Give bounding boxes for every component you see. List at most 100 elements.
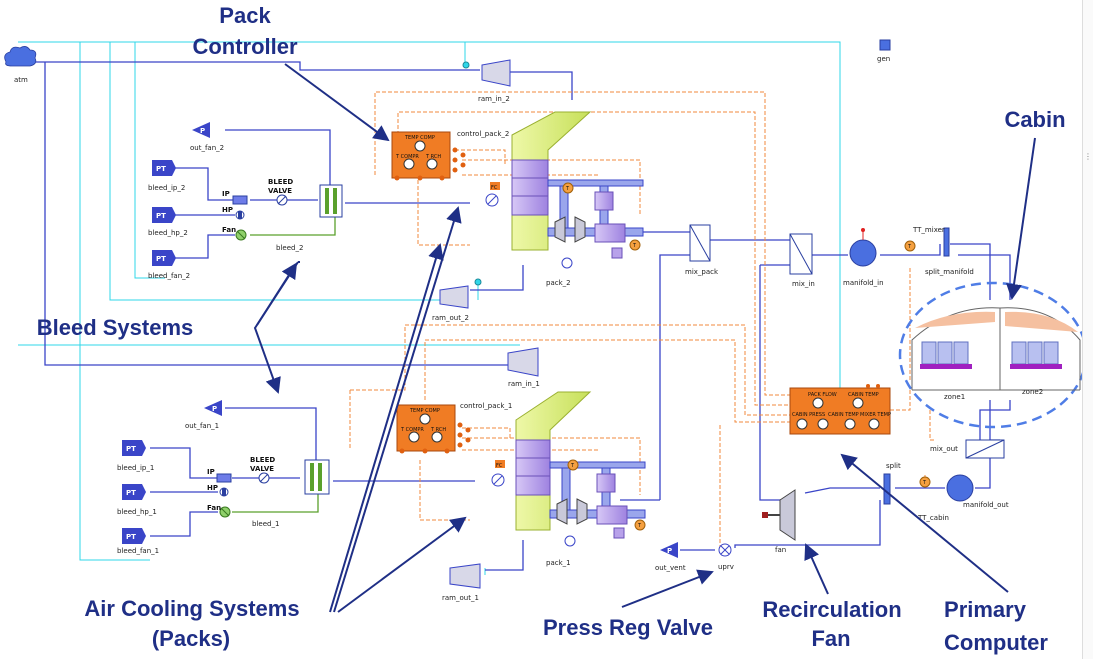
callout-primary-computer-line2: Computer — [944, 630, 1048, 655]
split-label: split — [886, 462, 901, 470]
ram-in-1-icon — [507, 347, 539, 377]
ram-out-2-label: ram_out_2 — [432, 314, 469, 322]
cp2-trch: T RCH — [425, 154, 441, 160]
bleed-1-label: bleed_1 — [252, 520, 279, 528]
callout-bleed-systems: Bleed Systems — [36, 315, 194, 340]
bleed-valve-2-l2: VALVE — [268, 187, 292, 195]
bleed-fan-1-label: bleed_fan_1 — [117, 547, 159, 555]
pt-sources-1 — [122, 440, 146, 544]
bleed-hp-2-label: bleed_hp_2 — [148, 229, 188, 237]
out-vent-icon — [660, 542, 678, 558]
fan-label: fan — [775, 546, 786, 554]
bleed-fan-2-label: bleed_fan_2 — [148, 272, 190, 280]
pc-cabin-press: CABIN PRESS — [792, 412, 825, 418]
bleed-valve-1-l2: VALVE — [250, 465, 274, 473]
recirculation-fan-icon[interactable] — [762, 489, 796, 541]
bleed-ip-1-label: bleed_ip_1 — [117, 464, 154, 472]
pt-hp2: PT — [156, 212, 166, 220]
gen-label: gen — [877, 55, 890, 63]
pt-ip2: PT — [156, 165, 166, 173]
cabin-group[interactable] — [898, 281, 1088, 429]
cp2-tempcomp: TEMP COMP — [404, 135, 435, 141]
bleed-valve-2-l1: BLEED — [268, 178, 293, 186]
pt-ip1: PT — [126, 445, 136, 453]
uprv-valve-icon[interactable] — [718, 543, 732, 557]
fan-2: Fan — [222, 226, 236, 234]
pc-mixer-temp: MIXER TEMP — [860, 412, 891, 418]
callout-arrows — [253, 63, 1036, 613]
tt-cabin-label: TT_cabin — [917, 514, 949, 522]
zone2-label: zone2 — [1022, 388, 1043, 396]
mix-pack-label: mix_pack — [685, 268, 719, 276]
zone1-label: zone1 — [944, 393, 965, 401]
bleed-system-1 — [216, 459, 330, 518]
out-fan-2-icon: P — [192, 122, 210, 138]
control-pack-1-box[interactable] — [396, 404, 471, 454]
fc-1: FC — [496, 463, 503, 469]
ram-in-1-label: ram_in_1 — [508, 380, 540, 388]
fan-1: Fan — [207, 504, 221, 512]
pt-fan1: PT — [126, 533, 136, 541]
ip-2: IP — [222, 190, 230, 198]
pt-fan2: PT — [156, 255, 166, 263]
tt-mixer-label: TT_mixer — [912, 226, 945, 234]
out-vent-label: out_vent — [655, 564, 686, 572]
callout-primary-computer-line1: Primary — [944, 597, 1026, 622]
atm-icon — [4, 46, 37, 67]
mix-in-icon[interactable] — [789, 233, 813, 275]
out-fan-2-p: P — [200, 127, 205, 135]
out-fan-1-icon: P — [204, 400, 222, 416]
out-fan-1-p: P — [212, 405, 217, 413]
pack-2-unit[interactable] — [485, 111, 644, 269]
hp-2: HP — [222, 206, 233, 214]
split-manifold-label: split_manifold — [925, 268, 974, 276]
pack-1-unit[interactable] — [491, 391, 646, 547]
callout-pack-controller-line2: Controller — [192, 34, 298, 59]
out-fan-1-label: out_fan_1 — [185, 422, 219, 430]
pack-2-label: pack_2 — [546, 279, 571, 287]
mix-pack-icon[interactable] — [689, 224, 711, 262]
control-pack-2-box[interactable] — [391, 131, 466, 181]
cyan-lines — [18, 41, 841, 575]
callout-recirculation-line2: Fan — [811, 626, 851, 651]
manifold-in-icon[interactable] — [849, 228, 877, 267]
ram-out-2-icon — [439, 278, 482, 309]
mix-out-label: mix_out — [930, 445, 958, 453]
t-mixer: T — [907, 244, 912, 250]
pc-duct-temp: CABIN TEMP — [828, 412, 859, 418]
t-1b: T — [637, 523, 642, 529]
tt-mixer-icon — [904, 227, 950, 257]
gen-icon — [879, 39, 891, 51]
pt-hp1: PT — [126, 489, 136, 497]
scrollbar[interactable]: ⋮ — [1082, 0, 1093, 659]
ram-in-2-label: ram_in_2 — [478, 95, 510, 103]
fc-2: FC — [491, 185, 498, 191]
callout-air-cooling-line2: (Packs) — [151, 626, 231, 651]
out-vent-p: P — [667, 547, 672, 555]
mix-in-label: mix_in — [792, 280, 815, 288]
split-icon — [883, 473, 891, 505]
callout-air-cooling-line1: Air Cooling Systems — [84, 596, 300, 621]
ram-out-1-icon — [449, 563, 481, 589]
atm-label: atm — [14, 76, 28, 84]
control-pack-2-label: control_pack_2 — [457, 130, 509, 138]
tt-cabin-icon — [919, 476, 931, 488]
blue-pipes — [30, 61, 1011, 571]
t-2a: T — [565, 186, 570, 192]
mix-out-icon[interactable] — [965, 439, 1005, 459]
t-cabin: T — [922, 480, 927, 486]
cp1-trch: T RCH — [430, 427, 446, 433]
primary-computer-box[interactable] — [789, 384, 891, 435]
manifold-out-icon[interactable] — [946, 474, 974, 502]
scroll-grip-icon[interactable]: ⋮ — [1084, 152, 1092, 161]
bleed-valve-1-l1: BLEED — [250, 456, 275, 464]
manifold-out-label: manifold_out — [963, 501, 1009, 509]
bleed-green-lines — [232, 215, 336, 513]
ip-1: IP — [207, 468, 215, 476]
callout-press-reg-valve: Press Reg Valve — [542, 615, 713, 640]
bleed-ip-2-label: bleed_ip_2 — [148, 184, 185, 192]
callout-recirculation-line1: Recirculation — [762, 597, 902, 622]
cp1-tempcomp: TEMP COMP — [409, 408, 440, 414]
manifold-in-label: manifold_in — [843, 279, 884, 287]
